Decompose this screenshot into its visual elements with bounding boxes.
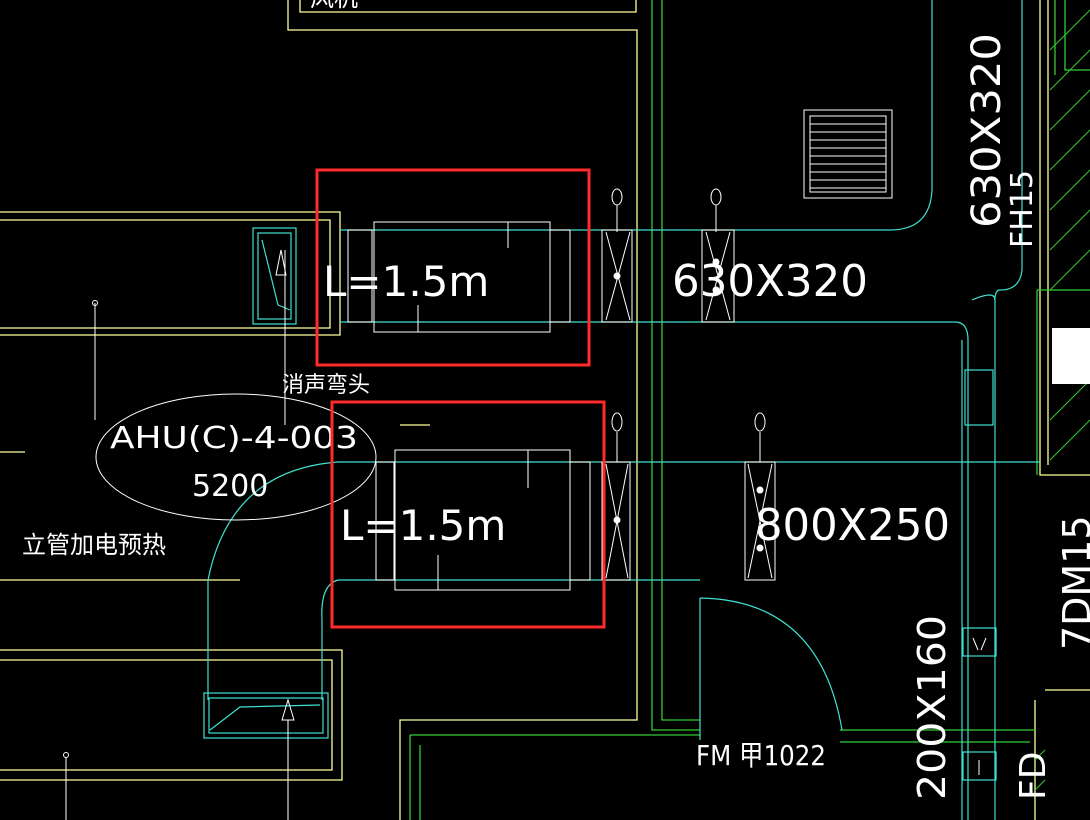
- dampers: [601, 188, 987, 775]
- white-block: [1052, 328, 1090, 384]
- leaders: [63, 249, 377, 820]
- preheat-note: 立管加电预热: [22, 531, 166, 559]
- duct-bottom-size: 800X250: [755, 500, 950, 551]
- silencer-bottom-label: L=1.5m: [340, 501, 506, 550]
- ahu-flow: 5200: [192, 469, 268, 504]
- annotations: L=1.5m L=1.5m 630X320 800X250 消声弯头 AHU(C…: [22, 0, 1090, 800]
- small-duct-size: 200X160: [910, 615, 954, 800]
- vertical-duct-tag: FH15: [1005, 170, 1040, 248]
- silencer-top-label: L=1.5m: [323, 257, 489, 306]
- door-tag: FM 甲1022: [696, 739, 826, 772]
- fd-tag: FD: [1013, 752, 1054, 800]
- ahu-id: AHU(C)-4-003: [110, 421, 358, 456]
- right-tag: 7DM15: [1055, 515, 1090, 650]
- elbow-note: 消声弯头: [282, 373, 370, 398]
- highlight-silencer-bottom[interactable]: [330, 400, 606, 629]
- highlights: [315, 168, 606, 629]
- silencers: [347, 221, 591, 591]
- green-pipes: [409, 0, 1090, 820]
- hatch-strip: [1034, 9, 1090, 791]
- supply-grille: [803, 109, 893, 199]
- vertical-duct-size: 630X320: [964, 33, 1010, 228]
- highlight-silencer-top[interactable]: [315, 168, 591, 367]
- top-cut-text: 风机: [310, 0, 358, 12]
- duct-top-size: 630X320: [672, 256, 868, 307]
